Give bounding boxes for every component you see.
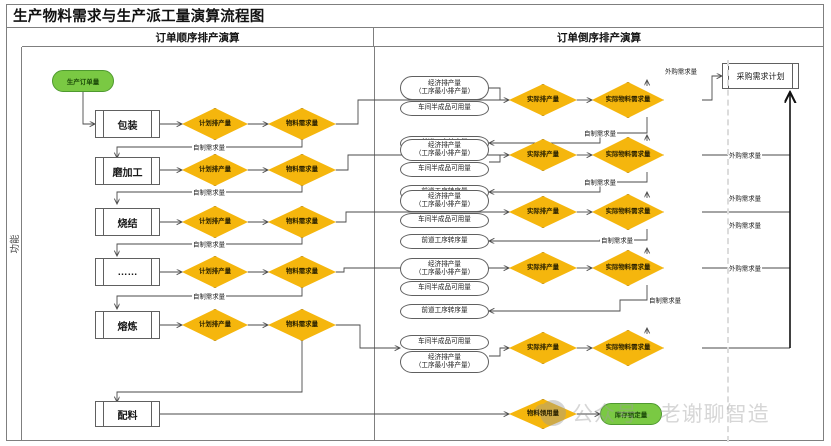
diamond-actual-output-3[interactable]: 实际排产量: [509, 196, 577, 228]
diamond-label: 物料领用量: [527, 410, 559, 418]
stored-line-2: （工序最小排产量）: [414, 362, 475, 369]
diamond-actual-material-demand-2[interactable]: 实际物料需求量: [592, 137, 664, 173]
stored-data-wip-available-2[interactable]: 车间半成品可用量: [400, 162, 489, 177]
stored-data-transfer-3[interactable]: 前道工序转序量: [400, 234, 489, 249]
process-box-ellipsis[interactable]: ……: [95, 258, 160, 286]
process-box-sintering[interactable]: 烧结: [95, 208, 160, 236]
column-header-reverse: 订单倒序排产演算: [374, 28, 824, 47]
diamond-plan-output-5[interactable]: 计划排产量: [182, 309, 248, 341]
diamond-label: 实际物料需求量: [605, 151, 651, 159]
watermark-dashed-line: [727, 60, 729, 442]
diamond-material-demand-5[interactable]: 物料需求量: [268, 309, 336, 341]
stored-line-1: 经济排产量: [428, 353, 461, 361]
diamond-label: 计划排产量: [199, 120, 231, 128]
stored-line-1: 经济排产量: [428, 192, 461, 200]
edge-label-self-made-r2: 自制需求量: [583, 177, 617, 187]
stored-data-wip-available-1[interactable]: 车间半成品可用量: [400, 101, 489, 116]
diamond-actual-output-5[interactable]: 实际排产量: [509, 332, 577, 364]
edge-label-outsourced-1: 外购需求量: [664, 66, 698, 76]
diamond-label: 实际排产量: [527, 264, 559, 272]
stored-line-1: 经济排产量: [428, 260, 461, 268]
diamond-plan-output-4[interactable]: 计划排产量: [182, 256, 248, 288]
edge-label-self-made-r4: 自制需求量: [648, 295, 682, 305]
diamond-label: 实际物料需求量: [605, 96, 651, 104]
edge-label-self-made-3: 自制需求量: [192, 239, 226, 249]
stored-line-2: （工序最小排产量）: [414, 269, 475, 276]
diamond-label: 实际物料需求量: [605, 344, 651, 352]
diamond-label: 实际物料需求量: [605, 264, 651, 272]
diamond-material-issue[interactable]: 物料领用量: [509, 399, 577, 429]
column-divider: [374, 47, 375, 441]
diamond-actual-output-1[interactable]: 实际排产量: [509, 84, 577, 116]
edge-label-outsourced-3: 外购需求量: [728, 193, 762, 203]
edge-label-self-made-1: 自制需求量: [192, 142, 226, 152]
column-header-forward: 订单顺序排产演算: [22, 28, 374, 47]
diamond-actual-output-4[interactable]: 实际排产量: [509, 252, 577, 284]
page-title: 生产物料需求与生产派工量演算流程图: [13, 9, 265, 25]
diamond-label: 实际排产量: [527, 151, 559, 159]
lane-label-function: 功能: [6, 47, 22, 441]
diamond-label: 物料需求量: [286, 218, 318, 226]
end-node-stock-lock[interactable]: 库存锁定量: [600, 403, 662, 425]
diamond-material-demand-4[interactable]: 物料需求量: [268, 256, 336, 288]
diamond-label: 计划排产量: [199, 166, 231, 174]
lane-label-text: 功能: [9, 234, 21, 254]
diamond-label: 实际排产量: [527, 344, 559, 352]
edge-label-self-made-r3: 自制需求量: [600, 235, 634, 245]
stored-data-wip-available-4[interactable]: 车间半成品可用量: [400, 281, 489, 296]
diamond-label: 实际物料需求量: [605, 208, 651, 216]
diamond-material-demand-1[interactable]: 物料需求量: [268, 108, 336, 140]
stored-line-2: （工序最小排产量）: [414, 201, 475, 208]
purchase-requirement-plan-box[interactable]: 采购需求计划: [722, 63, 799, 89]
stored-data-wip-available-5[interactable]: 车间半成品可用量: [400, 335, 489, 350]
diamond-plan-output-1[interactable]: 计划排产量: [182, 108, 248, 140]
diamond-label: 物料需求量: [286, 321, 318, 329]
stored-line-2: （工序最小排产量）: [414, 150, 475, 157]
diamond-label: 计划排产量: [199, 321, 231, 329]
stored-data-economic-output-2[interactable]: 经济排产量 （工序最小排产量）: [400, 139, 489, 161]
process-box-smelting[interactable]: 熔炼: [95, 311, 160, 339]
diamond-label: 实际排产量: [527, 208, 559, 216]
diamond-plan-output-3[interactable]: 计划排产量: [182, 206, 248, 238]
start-node-production-order[interactable]: 生产订单量: [52, 70, 114, 92]
diamond-label: 计划排产量: [199, 268, 231, 276]
diamond-label: 物料需求量: [286, 120, 318, 128]
edge-label-self-made-2: 自制需求量: [192, 187, 226, 197]
diamond-actual-material-demand-4[interactable]: 实际物料需求量: [592, 250, 664, 286]
diamond-actual-material-demand-1[interactable]: 实际物料需求量: [592, 82, 664, 118]
stored-line-1: 经济排产量: [428, 141, 461, 149]
process-box-batching[interactable]: 配料: [95, 401, 160, 427]
diamond-plan-output-2[interactable]: 计划排产量: [182, 154, 248, 186]
stored-data-economic-output-1[interactable]: 经济排产量 （工序最小排产量）: [400, 76, 489, 100]
diamond-material-demand-2[interactable]: 物料需求量: [268, 154, 336, 186]
diamond-actual-output-2[interactable]: 实际排产量: [509, 139, 577, 171]
process-box-grinding[interactable]: 磨加工: [95, 157, 160, 185]
diagram-frame: [6, 4, 824, 441]
edge-label-outsourced-5: 外购需求量: [728, 263, 762, 273]
edge-label-outsourced-2: 外购需求量: [728, 150, 762, 160]
stored-data-economic-output-3[interactable]: 经济排产量 （工序最小排产量）: [400, 190, 489, 212]
stored-data-economic-output-4[interactable]: 经济排产量 （工序最小排产量）: [400, 258, 489, 280]
diamond-label: 实际排产量: [527, 96, 559, 104]
diamond-actual-material-demand-5[interactable]: 实际物料需求量: [592, 330, 664, 366]
stored-data-transfer-4[interactable]: 前道工序转序量: [400, 304, 489, 319]
stored-line-1: 经济排产量: [428, 79, 461, 87]
diamond-material-demand-3[interactable]: 物料需求量: [268, 206, 336, 238]
diamond-actual-material-demand-3[interactable]: 实际物料需求量: [592, 194, 664, 230]
edge-label-outsourced-4: 外购需求量: [728, 220, 762, 230]
title-bar: 生产物料需求与生产派工量演算流程图: [6, 4, 824, 28]
diamond-label: 物料需求量: [286, 268, 318, 276]
diamond-label: 计划排产量: [199, 218, 231, 226]
stored-data-wip-available-3[interactable]: 车间半成品可用量: [400, 213, 489, 228]
stored-data-economic-output-5[interactable]: 经济排产量 （工序最小排产量）: [400, 351, 489, 373]
edge-label-self-made-4: 自制需求量: [192, 291, 226, 301]
process-box-packaging[interactable]: 包装: [95, 110, 160, 138]
stored-line-2: （工序最小排产量）: [414, 88, 475, 95]
edge-label-self-made-r1: 自制需求量: [583, 128, 617, 138]
diamond-label: 物料需求量: [286, 166, 318, 174]
